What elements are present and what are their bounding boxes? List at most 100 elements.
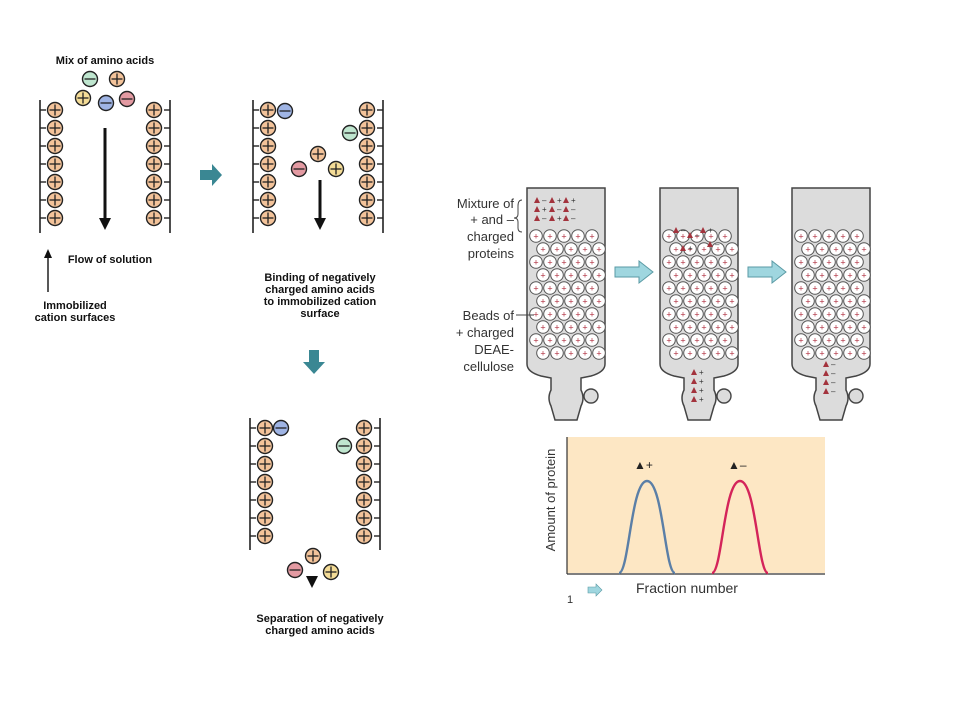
bead-plus-sign: +	[798, 336, 803, 346]
right-support-panel1	[164, 100, 171, 233]
bead-plus-sign: +	[826, 258, 831, 268]
cellulose-bead	[718, 281, 732, 295]
cellulose-bead	[704, 229, 718, 243]
cellulose-bead	[850, 229, 864, 243]
protein-charge: –	[571, 205, 576, 214]
cellulose-bead	[571, 255, 585, 269]
chart-x-axis-label: Fraction number	[636, 580, 738, 596]
bead-plus-sign: +	[540, 245, 545, 255]
bead-plus-sign: +	[847, 349, 852, 359]
bead-plus-sign: +	[722, 232, 727, 242]
right-support-panel2	[377, 100, 384, 233]
cellulose-bead	[669, 346, 683, 360]
cellulose-bead	[836, 333, 850, 347]
bead-plus-sign: +	[547, 232, 552, 242]
bead-plus-sign: +	[533, 310, 538, 320]
bead-plus-sign: +	[561, 284, 566, 294]
bead-plus-sign: +	[805, 323, 810, 333]
cellulose-bead	[529, 333, 543, 347]
bead-plus-sign: +	[533, 232, 538, 242]
bead-plus-sign: +	[547, 310, 552, 320]
bead-plus-sign: +	[596, 349, 601, 359]
bead-plus-sign: +	[568, 245, 573, 255]
cellulose-bead	[697, 294, 711, 308]
cellulose-bead	[808, 307, 822, 321]
amino-acid-positive	[322, 563, 340, 581]
bead-plus-sign: +	[547, 336, 552, 346]
arrow-head	[44, 249, 52, 258]
bead-plus-sign: +	[561, 336, 566, 346]
cellulose-bead	[529, 307, 543, 321]
cellulose-bead	[808, 281, 822, 295]
protein-charge: +	[557, 214, 562, 223]
protein-charge: –	[571, 214, 576, 223]
mixture-label-1: Mixture of	[456, 196, 514, 211]
cellulose-bead	[564, 242, 578, 256]
cation-bead	[358, 155, 376, 173]
protein-marker	[534, 197, 540, 203]
cellulose-bead	[529, 281, 543, 295]
cellulose-bead	[585, 229, 599, 243]
binding-label-1: Binding of negatively	[264, 272, 376, 284]
bead-plus-sign: +	[596, 245, 601, 255]
bead-plus-sign: +	[819, 245, 824, 255]
bead-plus-sign: +	[547, 258, 552, 268]
cellulose-bead	[808, 229, 822, 243]
cellulose-bead	[690, 255, 704, 269]
bead-plus-sign: +	[673, 349, 678, 359]
cellulose-bead	[704, 255, 718, 269]
flow-arrow-panel2	[314, 180, 326, 230]
bead-plus-sign: +	[861, 349, 866, 359]
bead-plus-sign: +	[805, 271, 810, 281]
cellulose-bead	[857, 294, 871, 308]
chromatography-column-2: ++++++++++++++++++++++++++++++++++++++++…	[659, 187, 739, 421]
cellulose-bead	[571, 281, 585, 295]
cation-bead	[46, 209, 64, 227]
cellulose-bead	[690, 307, 704, 321]
cellulose-bead	[529, 255, 543, 269]
protein-marker	[823, 379, 829, 385]
bead-plus-sign: +	[840, 232, 845, 242]
bead-plus-sign: +	[840, 310, 845, 320]
cellulose-bead	[669, 294, 683, 308]
bead-plus-sign: +	[575, 232, 580, 242]
cation-bead	[259, 173, 277, 191]
cellulose-bead	[662, 229, 676, 243]
flow-label: Flow of solution	[67, 254, 153, 266]
cellulose-bead	[836, 255, 850, 269]
protein-marker	[823, 370, 829, 376]
bead-plus-sign: +	[540, 271, 545, 281]
cellulose-bead	[697, 268, 711, 282]
bead-plus-sign: +	[596, 297, 601, 307]
bead-plus-sign: +	[589, 258, 594, 268]
bead-plus-sign: +	[833, 271, 838, 281]
bead-plus-sign: +	[687, 271, 692, 281]
series-label-positive: ▲+	[634, 458, 653, 472]
cellulose-bead	[564, 294, 578, 308]
protein-charge: –	[831, 387, 836, 396]
bead-plus-sign: +	[533, 284, 538, 294]
mix-label: Mix of amino acids	[55, 55, 155, 67]
cation-bead	[259, 209, 277, 227]
cellulose-bead	[794, 333, 808, 347]
cellulose-bead	[718, 333, 732, 347]
bead-plus-sign: +	[715, 271, 720, 281]
cellulose-bead	[815, 268, 829, 282]
cellulose-bead	[725, 346, 739, 360]
bead-plus-sign: +	[708, 336, 713, 346]
cellulose-bead	[676, 333, 690, 347]
cellulose-bead	[592, 346, 606, 360]
bead-plus-sign: +	[847, 245, 852, 255]
protein-charge: +	[571, 196, 576, 205]
protein-charge: +	[557, 196, 562, 205]
bead-plus-sign: +	[715, 245, 720, 255]
separation-label-1: Separation of negatively	[256, 613, 384, 625]
bead-plus-sign: +	[540, 297, 545, 307]
amino-acid-negative	[97, 94, 115, 112]
cation-bead	[145, 209, 163, 227]
cellulose-bead	[571, 307, 585, 321]
cellulose-bead	[683, 320, 697, 334]
left-support-panel2	[252, 100, 259, 233]
immobilized-pointer-arrow	[44, 249, 52, 292]
cellulose-bead	[801, 320, 815, 334]
